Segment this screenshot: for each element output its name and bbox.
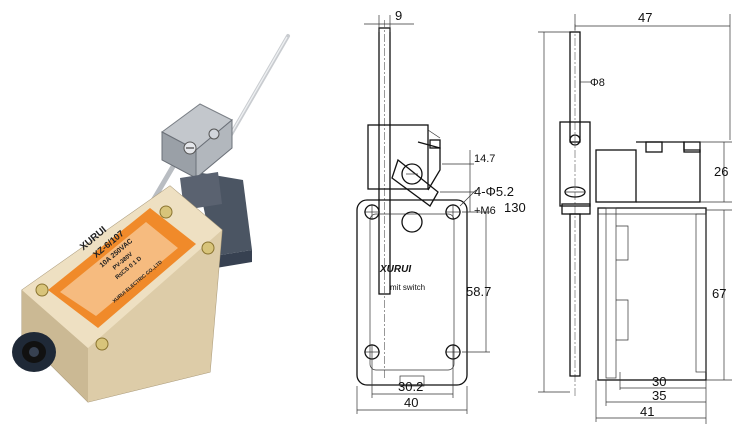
front-face-brand: XURUI [379,264,411,275]
front-face-text: mit switch [390,283,425,292]
dim-30-2: 30.2 [398,379,423,394]
dim-30: 30 [652,374,666,389]
dim-9: 9 [395,8,402,23]
dim-67: 67 [712,286,726,301]
mounting-holes [364,204,461,360]
body-screws [35,205,215,351]
dim-35: 35 [652,388,666,403]
side-view-drawing: 130 Φ8 47 26 [504,10,732,424]
front-view-drawing: XURUI mit switch 9 14.7 4-Φ5.2 +M6 58.7 … [356,8,514,414]
dim-47: 47 [638,10,652,25]
dim-phi8: Φ8 [590,77,605,89]
dim-40: 40 [404,395,418,410]
cable-gland [12,332,56,372]
dim-holes: 4-Φ5.2 [474,184,514,199]
dim-130: 130 [504,200,526,215]
dim-26: 26 [714,164,728,179]
dim-58-7: 58.7 [466,284,491,299]
dim-thread: +M6 [474,205,496,217]
dim-14-7: 14.7 [474,153,495,165]
product-photo: XURUI XZ-6/107 10A 250VAC PV-380V R≤CS 0… [12,34,290,403]
lever-clamp [161,103,233,180]
dim-41: 41 [640,404,654,419]
